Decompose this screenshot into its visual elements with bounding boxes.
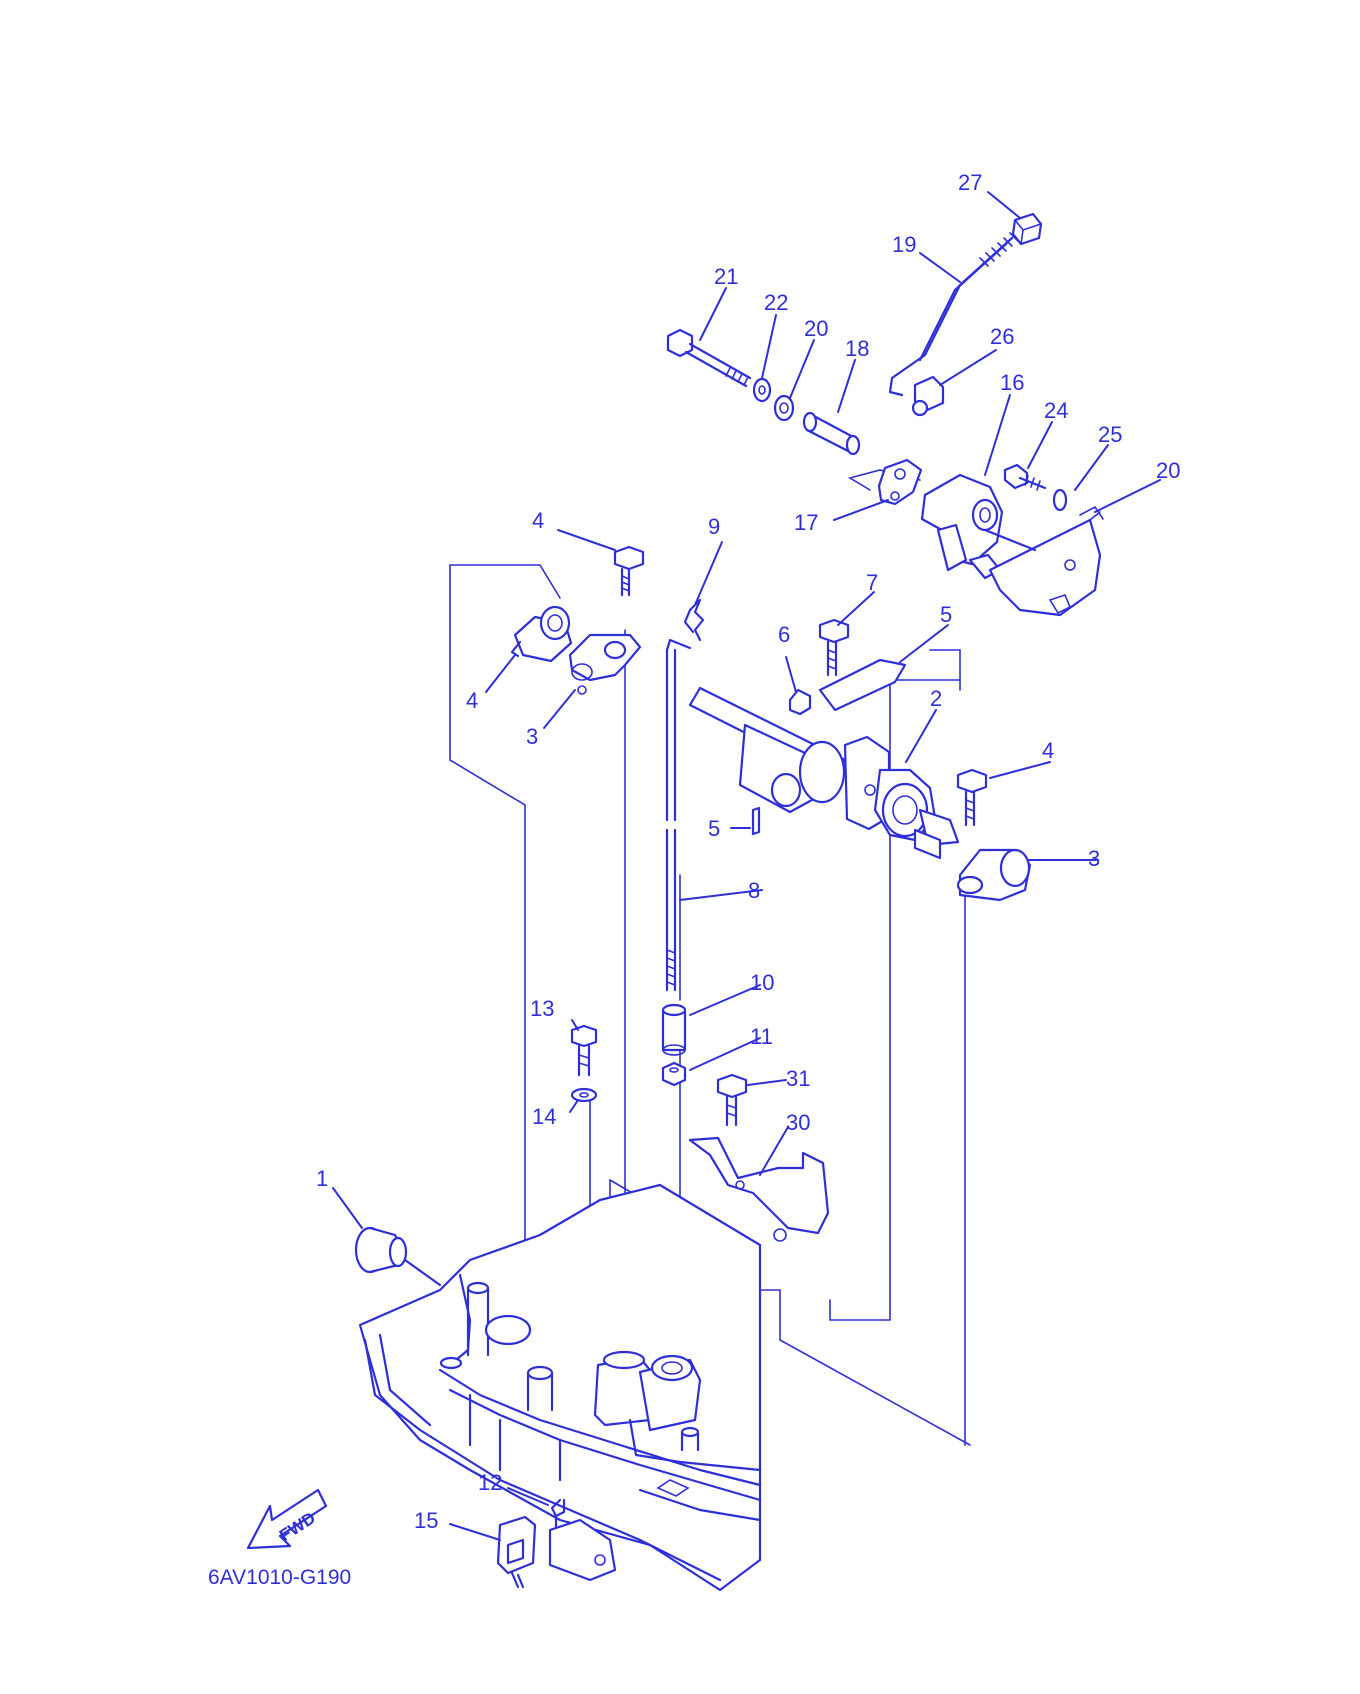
part-11-spring-pin [683, 598, 705, 642]
part-15-bolt [570, 1024, 598, 1077]
part-21-rod [888, 232, 1019, 397]
part-3-holder-upper [568, 633, 642, 695]
callout-30: 30 [786, 1110, 810, 1135]
bottom-cowling [358, 1183, 762, 1592]
callout-14: 12 [478, 1470, 502, 1495]
callout-8: 6 [778, 622, 790, 647]
callout-6: 5 [708, 816, 720, 841]
part-3-holder-right [956, 848, 1032, 902]
part-6-pin [751, 806, 761, 836]
part-23-washer [773, 394, 795, 422]
callout-31: 31 [786, 1066, 810, 1091]
callout-29: 27 [958, 170, 982, 195]
callout-21: 19 [892, 232, 916, 257]
callout-13: 11 [750, 1024, 773, 1049]
part-4-bolt-right [956, 768, 988, 827]
part-27-washer [1052, 488, 1068, 512]
callout-3-upper: 3 [526, 724, 538, 749]
callout-17: 15 [414, 1508, 438, 1533]
part-18-bracket [920, 473, 1004, 580]
callout-19: 17 [794, 510, 818, 535]
callout-27: 25 [1098, 422, 1122, 447]
callout-4-right: 4 [1042, 738, 1054, 763]
part-13-nut [661, 1061, 687, 1087]
callout-3-right: 3 [1088, 846, 1100, 871]
part-17-cable-holder [496, 1515, 537, 1589]
callout-4-upper: 4 [532, 508, 544, 533]
callout-23: 20 [804, 316, 828, 341]
callout-9: 7 [866, 570, 878, 595]
callout-2: 2 [930, 686, 942, 711]
part-12-collar [661, 1003, 687, 1056]
diagram-code: 6AV1010-G190 [208, 1566, 351, 1589]
part-9-screw [818, 618, 850, 677]
part-31-bolt [716, 1073, 748, 1127]
part-16-washer [570, 1087, 598, 1103]
callout-20: 18 [845, 336, 869, 361]
part-1-grommet [354, 1226, 442, 1287]
callout-22: 20 [1156, 458, 1180, 483]
callout-18: 16 [1000, 370, 1024, 395]
callout-25: 22 [764, 290, 788, 315]
part-28-clip [911, 375, 945, 417]
fwd-arrow: FWD [246, 1488, 328, 1550]
part-26-screw [1003, 463, 1047, 491]
callout-24: 21 [714, 264, 738, 289]
callout-12: 10 [750, 970, 774, 995]
part-8-clip [788, 688, 812, 716]
part-5-bushing [510, 605, 573, 663]
part-7-plate [818, 658, 907, 712]
callout-1: 1 [316, 1166, 328, 1191]
part-24-bolt [666, 328, 752, 388]
callout-11: 9 [708, 514, 720, 539]
part-4-bolt-upper [613, 545, 645, 597]
part-29-nut [1011, 212, 1043, 246]
callout-16: 14 [532, 1104, 556, 1129]
callout-28: 26 [990, 324, 1014, 349]
part-25-washer [752, 377, 772, 403]
callout-labels: 27 19 21 22 20 18 26 16 24 25 20 17 4 9 … [316, 170, 1180, 1533]
part-19-lever [877, 458, 923, 506]
leader-lines [332, 191, 1161, 1541]
part-20-collar [802, 411, 861, 456]
part-14-clip [548, 1498, 617, 1582]
part-30-bracket [688, 1136, 830, 1242]
callout-10: 8 [748, 878, 760, 903]
part-22-plate [983, 505, 1104, 617]
part-2-shift-shaft [688, 686, 960, 860]
callout-26: 24 [1044, 398, 1068, 423]
callout-15: 13 [530, 996, 554, 1021]
callout-7: 5 [940, 602, 952, 627]
part-10-rod [665, 638, 692, 992]
callout-5: 4 [466, 688, 478, 713]
